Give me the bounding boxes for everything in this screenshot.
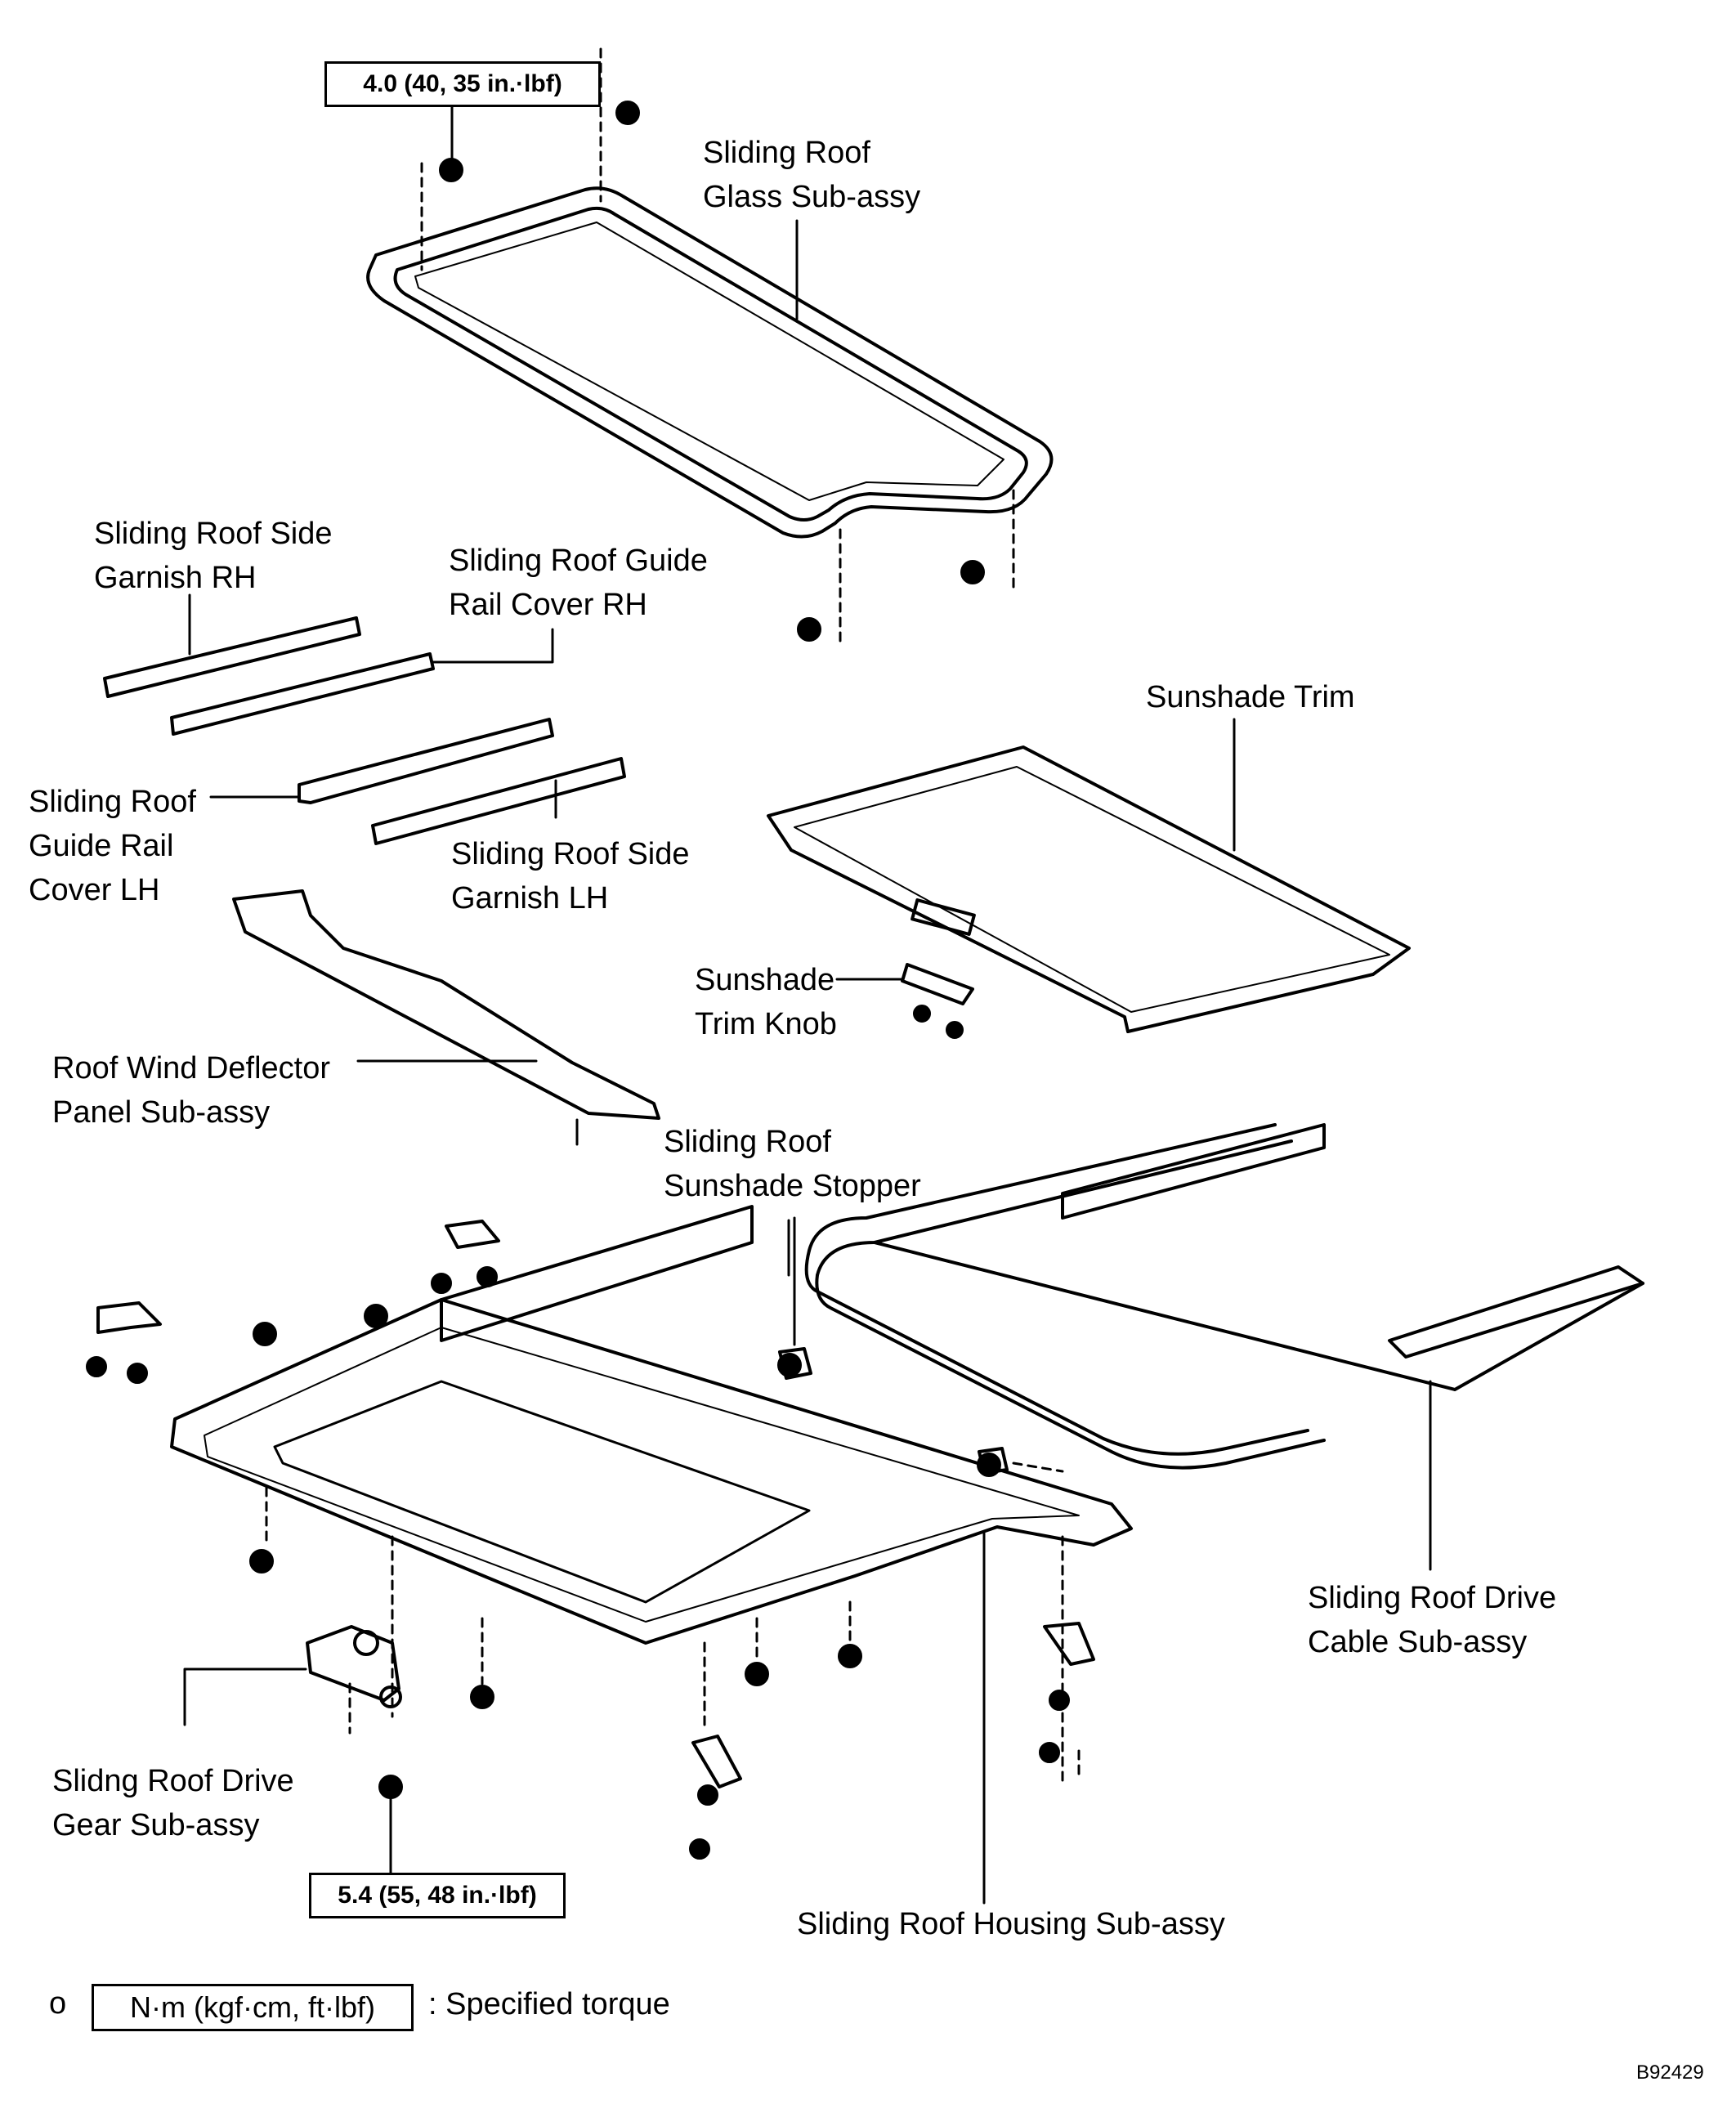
side-garnish-lh-drawing xyxy=(371,757,626,845)
housing-sub-assy-drawing xyxy=(170,1205,1133,1645)
legend-unit-box: N·m (kgf·cm, ft·lbf) xyxy=(92,1984,414,2031)
bracket-front-right xyxy=(691,1735,742,1788)
label-housing-sub-assy: Sliding Roof Housing Sub-assy xyxy=(797,1907,1225,1941)
sunshade-stopper-left xyxy=(778,1347,812,1380)
wind-deflector-drawing xyxy=(232,889,660,1120)
sunshade-stopper-right xyxy=(978,1447,1009,1475)
side-garnish-rh-drawing xyxy=(103,616,361,698)
figure-id: B92429 xyxy=(1636,2061,1704,2084)
legend-symbol: o xyxy=(49,1986,67,2021)
glass-sub-assy-drawing xyxy=(366,186,1054,539)
drive-cable-drawing xyxy=(804,1123,1644,1470)
bracket-rear-left xyxy=(445,1220,500,1249)
sunshade-trim-drawing xyxy=(767,745,1411,1033)
guide-rail-cover-rh-drawing xyxy=(170,652,435,736)
glass-bolts xyxy=(439,101,985,642)
legend-description: : Specified torque xyxy=(428,1987,670,2021)
label-sunshade-trim: Sunshade Trim xyxy=(1146,680,1355,714)
bracket-front-left xyxy=(96,1301,162,1334)
housing-nuts xyxy=(249,1304,1001,1709)
drive-gear-drawing xyxy=(306,1625,402,1708)
glass-dashed-leaders xyxy=(420,47,1015,647)
guide-rail-cover-lh-drawing xyxy=(298,718,554,804)
torque-spec-bottom: 5.4 (55, 48 in.·lbf) xyxy=(309,1873,566,1918)
torque-spec-top: 4.0 (40, 35 in.·lbf) xyxy=(324,61,601,107)
housing-dashed-leaders xyxy=(265,1462,1081,1784)
sunshade-knob-drawing xyxy=(901,963,974,1005)
bracket-rear-right xyxy=(1043,1622,1095,1666)
